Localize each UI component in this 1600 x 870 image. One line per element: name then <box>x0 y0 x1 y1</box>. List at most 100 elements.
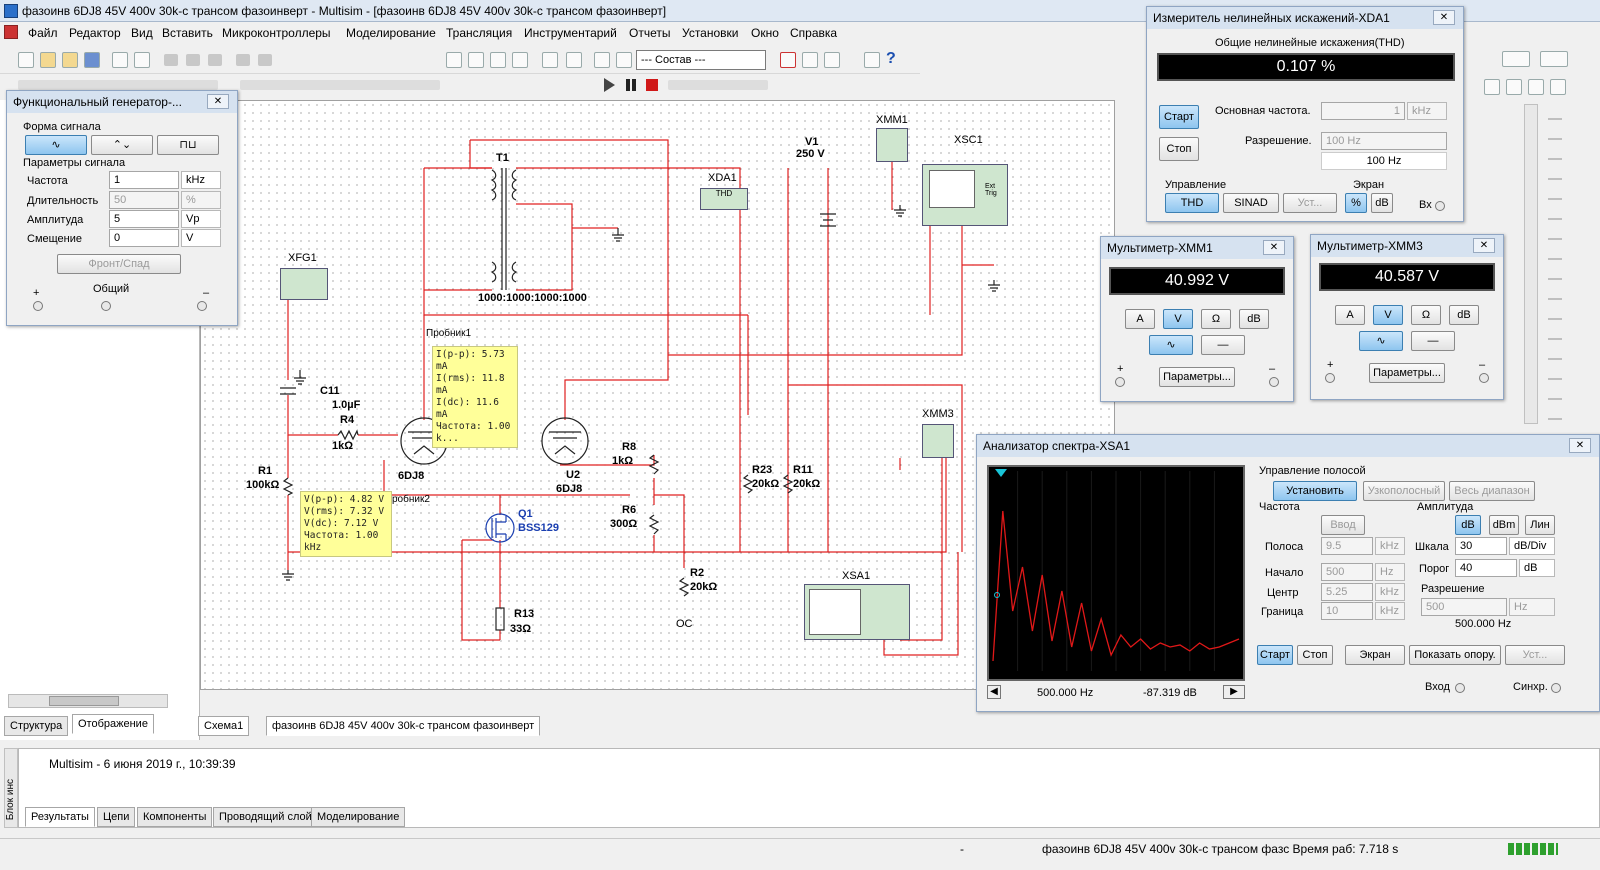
percent-button[interactable]: % <box>1345 193 1367 213</box>
square-wave-button[interactable]: ⊓⊔ <box>157 135 219 155</box>
open-sample-icon[interactable] <box>62 52 78 68</box>
menu-insert[interactable]: Вставить <box>162 26 213 40</box>
triangle-wave-button[interactable]: ⌃⌄ <box>91 135 153 155</box>
paste-icon[interactable] <box>208 54 222 66</box>
probe1-label[interactable]: Пробник1 <box>426 328 472 339</box>
start-input[interactable]: 500 <box>1321 563 1373 581</box>
v-scrollbar[interactable] <box>1524 104 1538 424</box>
zoom-out-icon[interactable] <box>1506 79 1522 95</box>
start-button[interactable]: Старт <box>1257 645 1293 665</box>
ammeter-button[interactable]: A <box>1335 305 1365 325</box>
minus-terminal[interactable] <box>1479 373 1489 383</box>
ac-button[interactable]: ∿ <box>1149 335 1193 355</box>
menu-reports[interactable]: Отчеты <box>629 26 671 40</box>
lin-button[interactable]: Лин <box>1525 515 1555 535</box>
probe-toolbar-icon[interactable] <box>668 80 768 90</box>
db-button[interactable]: dB <box>1239 309 1269 329</box>
tab-simulation[interactable]: Моделирование <box>311 807 406 827</box>
db-button[interactable]: dB <box>1371 193 1393 213</box>
view-icon[interactable] <box>1502 51 1530 67</box>
probe2-readout[interactable]: V(p-p): 4.82 V V(rms): 7.32 V V(dc): 7.1… <box>300 491 392 557</box>
h-scrollbar[interactable] <box>8 694 168 708</box>
probe2-label[interactable]: робник2 <box>392 494 430 505</box>
undo-icon[interactable] <box>236 54 250 66</box>
instrument-toolbar[interactable] <box>1548 100 1562 430</box>
print-preview-icon[interactable] <box>134 52 150 68</box>
plus-terminal[interactable] <box>33 301 43 311</box>
close-icon[interactable]: ✕ <box>1569 438 1591 453</box>
multimeter3-symbol[interactable] <box>922 424 954 458</box>
plus-terminal[interactable] <box>1325 373 1335 383</box>
ohmmeter-button[interactable]: Ω <box>1201 309 1231 329</box>
database-icon[interactable] <box>542 52 558 68</box>
threshold-input[interactable]: 40 <box>1455 559 1517 577</box>
duty-input[interactable]: 50 <box>109 191 179 209</box>
erc-check-icon[interactable] <box>780 52 796 68</box>
probe1-readout[interactable]: I(p-p): 5.73 mA I(rms): 11.8 mA I(dc): 1… <box>432 346 518 448</box>
plus-terminal[interactable] <box>1115 377 1125 387</box>
center-input[interactable]: 5.25 <box>1321 583 1373 601</box>
cursor-marker-icon[interactable] <box>995 469 1007 477</box>
set-span-button[interactable]: Установить <box>1273 481 1357 501</box>
ac-button[interactable]: ∿ <box>1359 331 1403 351</box>
in-use-list-icon[interactable] <box>594 52 610 68</box>
grid-icon[interactable] <box>446 52 462 68</box>
freq-input[interactable]: 1 <box>109 171 179 189</box>
menu-help[interactable]: Справка <box>790 26 838 40</box>
params-button[interactable]: Параметры... <box>1369 363 1445 383</box>
redo-icon[interactable] <box>258 54 272 66</box>
db-button[interactable]: dB <box>1455 515 1481 535</box>
close-icon[interactable]: ✕ <box>1473 238 1495 253</box>
enter-button[interactable]: Ввод <box>1321 515 1365 535</box>
tab-components[interactable]: Компоненты <box>137 807 213 827</box>
menu-view[interactable]: Вид <box>131 26 153 40</box>
duty-unit[interactable]: % <box>181 191 221 209</box>
scale-input[interactable]: 30 <box>1455 537 1507 555</box>
threshold-unit[interactable]: dB <box>1519 559 1555 577</box>
multimeter1-symbol[interactable] <box>876 128 908 162</box>
params-button[interactable]: Параметры... <box>1159 367 1235 387</box>
narrow-span-button[interactable]: Узкополосный <box>1363 481 1445 501</box>
common-terminal[interactable] <box>101 301 111 311</box>
ohmmeter-button[interactable]: Ω <box>1411 305 1441 325</box>
center-unit[interactable]: kHz <box>1375 583 1405 601</box>
erc-icon[interactable] <box>616 52 632 68</box>
stop-button[interactable]: Стоп <box>1297 645 1333 665</box>
pause-sim-icon[interactable] <box>1540 51 1568 67</box>
menu-simulate[interactable]: Моделирование <box>346 26 436 40</box>
spectrum-analyzer-symbol[interactable] <box>804 584 910 640</box>
cursor-right-icon[interactable]: ▶ <box>1223 685 1245 699</box>
dc-button[interactable]: — <box>1201 335 1245 355</box>
distortion-analyzer-symbol[interactable]: THD <box>700 188 748 210</box>
tab-structure[interactable]: Структура <box>4 716 69 736</box>
menu-window[interactable]: Окно <box>751 26 779 40</box>
in-terminal[interactable] <box>1435 201 1445 211</box>
fund-unit[interactable]: kHz <box>1407 102 1447 120</box>
scroll-thumb[interactable] <box>49 696 119 706</box>
run-icon[interactable] <box>604 78 615 92</box>
open-icon[interactable] <box>40 52 56 68</box>
sine-wave-button[interactable]: ∿ <box>25 135 87 155</box>
function-generator-symbol[interactable] <box>280 268 328 300</box>
doc-icon[interactable] <box>4 25 18 39</box>
start-unit[interactable]: Hz <box>1375 563 1405 581</box>
stop-button[interactable]: Стоп <box>1159 137 1199 161</box>
freq-unit[interactable]: kHz <box>181 171 221 189</box>
span-unit[interactable]: kHz <box>1375 537 1405 555</box>
ammeter-button[interactable]: A <box>1125 309 1155 329</box>
spectrum-screen[interactable] <box>987 465 1245 681</box>
close-icon[interactable]: ✕ <box>1263 240 1285 255</box>
tab-view[interactable]: Отображение <box>72 714 154 734</box>
amp-unit[interactable]: Vp <box>181 210 221 228</box>
show-ref-button[interactable]: Показать опору. <box>1409 645 1501 665</box>
print-icon[interactable] <box>112 52 128 68</box>
thd-button[interactable]: THD <box>1165 193 1219 213</box>
close-icon[interactable]: ✕ <box>1433 10 1455 25</box>
trig-terminal[interactable] <box>1551 683 1561 693</box>
settings-button[interactable]: Уст... <box>1505 645 1565 665</box>
res-select[interactable]: 100 Hz <box>1321 132 1447 150</box>
postprocessor-icon[interactable] <box>512 52 528 68</box>
tab-copper-layers[interactable]: Проводящий слой <box>213 807 318 827</box>
component-wizard-icon[interactable] <box>566 52 582 68</box>
screen-button[interactable]: Экран <box>1345 645 1405 665</box>
